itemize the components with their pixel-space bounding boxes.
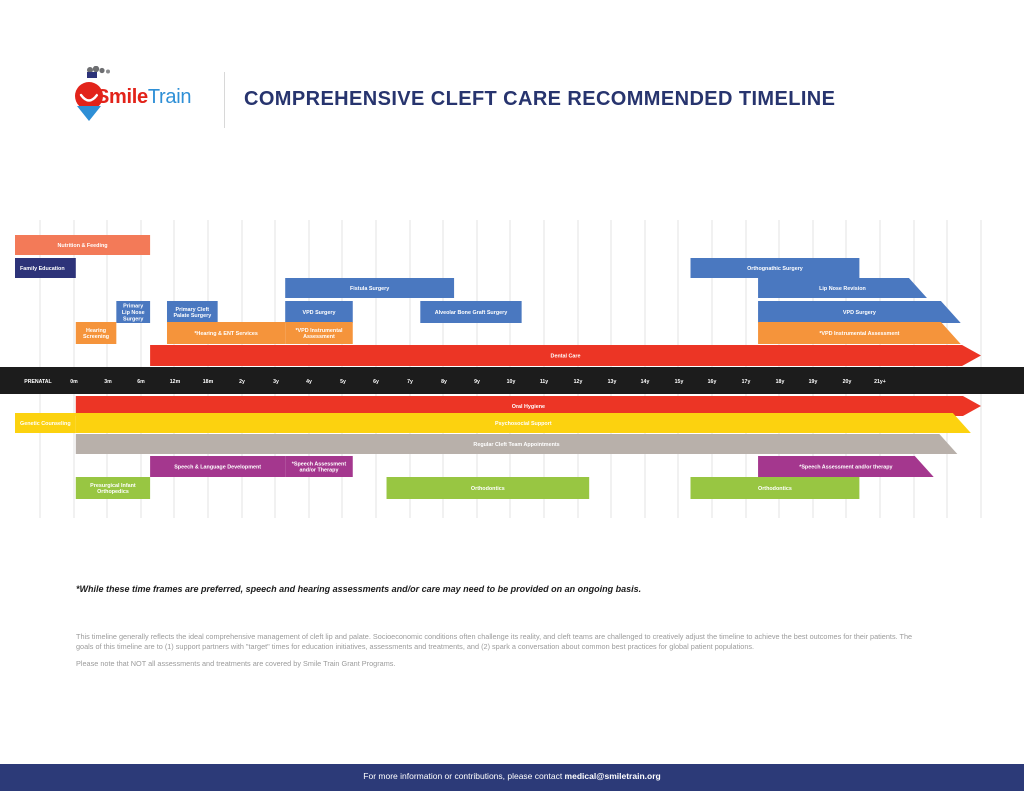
age-tick-label: 0m [70,379,78,385]
age-tick-label: 18m [203,379,214,385]
timeline-bar [285,322,353,344]
timeline-bar-label: Fistula Surgery [350,286,389,292]
page-title: COMPREHENSIVE CLEFT CARE RECOMMENDED TIM… [244,88,836,110]
timeline-bar [15,235,151,255]
timeline-bar-label: *VPD Instrumental Assessment [819,331,899,337]
age-tick-label: 12y [574,379,583,385]
age-axis-band [0,367,1024,394]
age-tick-label: 18y [776,379,785,385]
logo-wordmark: SmileTrain [96,86,192,109]
timeline-bar [150,456,286,477]
timeline-bar-label: Regular Cleft Team Appointments [473,442,559,448]
timeline-bar-label: Psychosocial Support [495,421,552,427]
timeline-bar [386,477,590,499]
ongoing-care-note: *While these time frames are preferred, … [76,584,642,594]
timeline-bar-label: Dental Care [551,354,581,360]
age-tick-label: 16y [708,379,717,385]
disclaimer-paragraph-coverage: Please note that NOT all assessments and… [76,659,396,668]
timeline-bar [420,301,522,323]
age-tick-label: 5y [340,379,346,385]
timeline-bar-label: Genetic Counseling [20,421,71,427]
age-tick-label: 3y [273,379,279,385]
timeline-bar-label: Orthodontics [758,486,792,492]
age-tick-label: 13y [608,379,617,385]
age-tick-label: 20y [843,379,852,385]
age-tick-label: 15y [675,379,684,385]
timeline-bar [150,345,981,366]
timeline-bar [758,278,927,298]
timeline-bar [758,301,961,323]
age-tick-label: 6m [137,379,145,385]
timeline-bar-label: *Hearing & ENT Services [194,331,258,337]
timeline-bar-label: Speech & Language Development [174,465,261,471]
timeline-bar-label: Alveolar Bone Graft Surgery [435,310,508,316]
timeline-bar [75,396,981,416]
logo-word-train: Train [147,86,192,108]
age-tick-label: 12m [170,379,181,385]
timeline-bar [166,322,286,344]
timeline-bar-label: Orthognathic Surgery [747,266,803,272]
smile-train-logo-icon [75,66,110,121]
age-tick-label: 3m [104,379,112,385]
footer-text: For more information or contributions, p… [363,771,565,781]
age-tick-label: 4y [306,379,312,385]
timeline-bar-label: Family Education [20,266,65,272]
timeline-bar [75,322,117,344]
timeline-bar [166,301,218,323]
timeline-bar [758,322,961,344]
age-tick-label: 10y [507,379,516,385]
timeline-bar-label: Nutrition & Feeding [58,243,108,249]
timeline-bar [690,258,860,278]
header: SmileTrain COMPREHENSIVE CLEFT CARE RECO… [0,0,1024,140]
timeline-bar [15,413,76,433]
age-tick-label: 14y [641,379,650,385]
age-tick-label: 6y [373,379,379,385]
timeline-bar [285,278,455,298]
footer: For more information or contributions, p… [0,764,1024,791]
timeline-bar-label: Oral Hygiene [512,404,545,410]
timeline-bar-label: VPD Surgery [302,310,335,316]
timeline-bar [285,301,353,323]
age-tick-label: 9y [474,379,480,385]
timeline-bar [15,258,76,278]
age-tick-label: 8y [441,379,447,385]
timeline-bar-label: VPD Surgery [843,310,876,316]
age-tick-label: 19y [809,379,818,385]
timeline-bar [75,413,971,433]
timeline-bar [75,477,151,499]
timeline-bar [116,301,151,323]
timeline-bar-label: *Speech Assessment and/or therapy [799,465,892,471]
cleft-care-timeline: PRENATAL 0m 3m 6m 12m 18m 2y 3y 4y 5y 6y 7y 8y 9y 10y 1… [0,220,1024,518]
timeline-bar-label: Lip Nose Revision [819,286,866,292]
age-tick-label: 11y [540,379,548,385]
age-tick-label: 7y [407,379,413,385]
age-tick-label: 21y+ [874,379,886,385]
age-tick-label: PRENATAL [24,379,52,385]
age-tick-label: 2y [239,379,245,385]
timeline-bar [285,456,353,477]
logo-word-smile: Smile [96,86,148,108]
timeline-bar [690,477,860,499]
footer-email-link[interactable]: medical@smiletrain.org [564,771,661,781]
timeline-bar [75,434,958,454]
age-tick-label: 17y [742,379,751,385]
disclaimer: This timeline generally reflects the ide… [76,632,926,677]
timeline-bar-label: Orthodontics [471,486,505,492]
header-divider [224,72,225,128]
disclaimer-paragraph-goals: This timeline generally reflects the ide… [76,632,913,651]
timeline-bar [758,456,934,477]
